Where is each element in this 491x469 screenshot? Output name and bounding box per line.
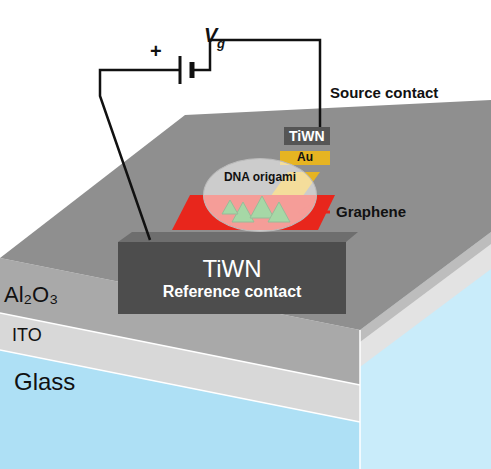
node-text: TiWN xyxy=(289,128,325,144)
al2o3-top-surface xyxy=(0,100,491,330)
source-pad: TiWN xyxy=(284,127,330,145)
voltage-subscript: g xyxy=(217,36,225,51)
layer-edge xyxy=(359,330,361,469)
part-label: Source contact xyxy=(330,84,438,101)
material-name: TiWN xyxy=(202,255,261,283)
part-label: Graphene xyxy=(336,203,406,220)
dna-origami-bubble: DNA origami xyxy=(203,158,317,232)
node-text: Al₂O₃ xyxy=(4,282,58,307)
contact-name: Reference contact xyxy=(163,283,302,301)
node-text: ITO xyxy=(12,325,42,346)
polarity-sign: + xyxy=(150,40,162,63)
layer-band: ITO xyxy=(12,325,42,346)
layer-band: Glass xyxy=(14,368,75,396)
wire xyxy=(100,70,180,240)
layer-edge xyxy=(0,350,360,422)
layer-band: Al₂O₃ xyxy=(4,282,58,307)
node-text: DNA origami xyxy=(204,171,316,185)
wire xyxy=(192,40,320,127)
node-text: Glass xyxy=(14,368,75,396)
voltage-symbol: V xyxy=(204,24,217,47)
reference-contact: TiWNReference contact xyxy=(118,242,346,314)
reference-contact-top xyxy=(118,232,358,242)
